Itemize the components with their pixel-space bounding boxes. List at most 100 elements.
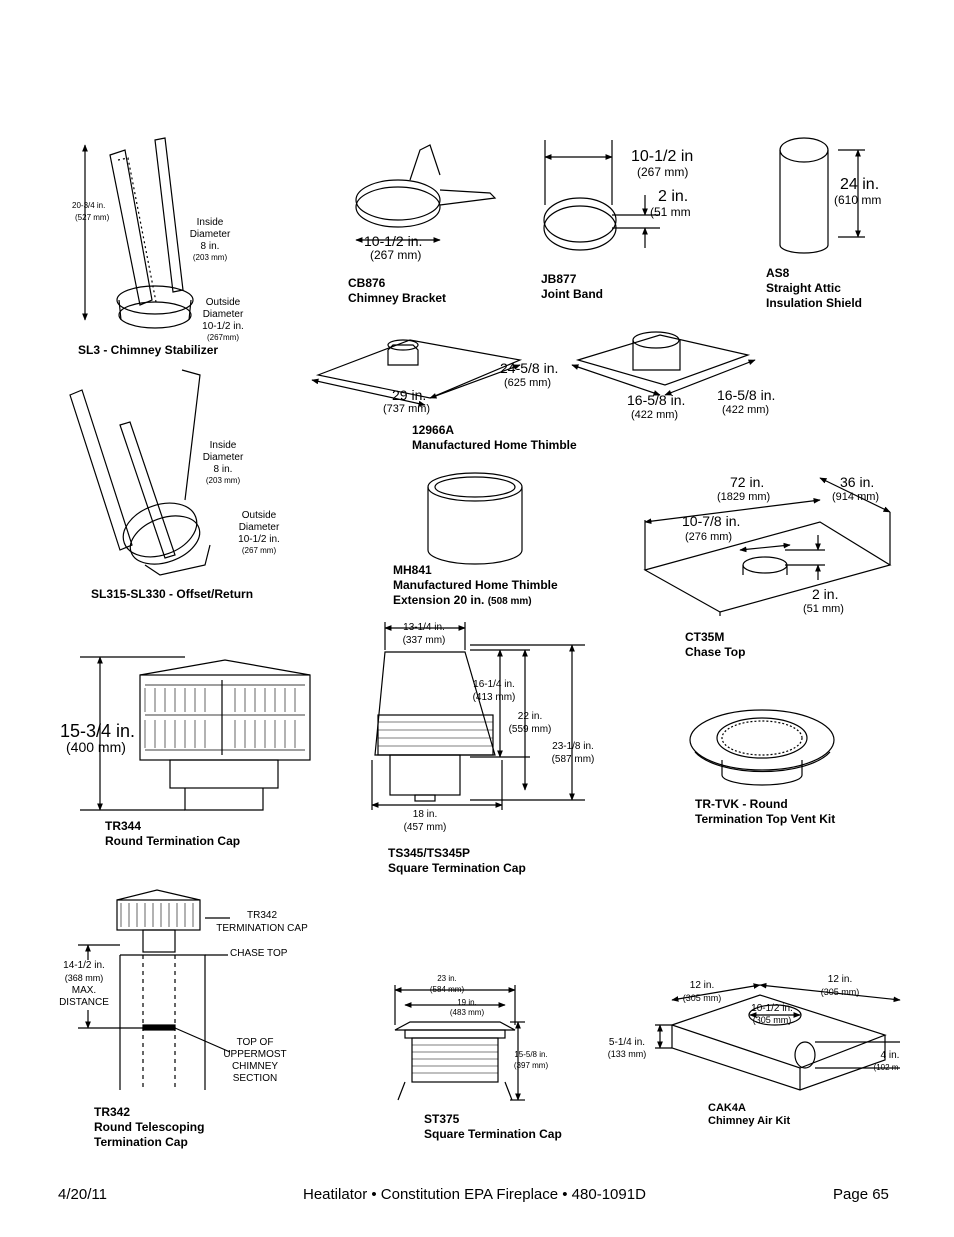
st375-name: Square Termination Cap (424, 1127, 562, 1141)
tr342-drawing (78, 889, 231, 1090)
jb877-drawing (543, 140, 660, 251)
ts345-dim1: 13-1/4 in. (403, 622, 445, 633)
sl3-outside-1: Outside (205, 297, 241, 308)
sl3-inside-1: Inside (196, 217, 224, 228)
cak4a-name: Chimney Air Kit (708, 1115, 791, 1127)
mh841-name-mm: (508 mm) (487, 596, 532, 607)
thimble-dim3: 16-5/8 in. (627, 392, 686, 408)
st375-dim2: 19 in. (457, 998, 477, 1007)
trtvk-drawing (689, 709, 835, 786)
tr342-dim: 14-1/2 in. (63, 960, 105, 971)
mh841-name-2: Extension 20 in. (508 mm) (393, 593, 532, 607)
sl315-inside-1: Inside (209, 440, 237, 451)
st375-dim1: 23 in. (437, 974, 457, 983)
trtvk-code: TR-TVK - Round (695, 797, 788, 811)
cak4a-dim3-mm: (305 mm) (752, 1015, 792, 1025)
ts345-dim1-mm: (337 mm) (402, 635, 446, 646)
sl315-inside-3: 8 in. (213, 464, 233, 475)
tr342-name-1: Round Telescoping (94, 1120, 205, 1134)
jb877-dim1: 10-1/2 in (631, 148, 694, 165)
mh841-code: MH841 (393, 563, 432, 577)
sl315-drawing (69, 369, 211, 576)
ts345-dim3-mm: (559 mm) (508, 724, 552, 735)
as8-name-1: Straight Attic (766, 281, 841, 295)
cb876-name: Chimney Bracket (348, 291, 447, 305)
sl315-outside-3: 10-1/2 in. (238, 534, 280, 545)
ct35m-drawing (643, 477, 892, 616)
jb877-code: JB877 (541, 272, 577, 286)
footer-page-number: Page 65 (833, 1186, 889, 1203)
sl3-outside-mm: (267mm) (206, 333, 239, 342)
thimble-code: 12966A (412, 423, 455, 437)
ts345-dim2-mm: (413 mm) (472, 692, 516, 703)
thimble-dim3-mm: (422 mm) (631, 409, 679, 421)
sl3-outside-3: 10-1/2 in. (202, 321, 244, 332)
ct35m-dim4-mm: (51 mm) (803, 603, 844, 615)
tr344-code: TR344 (105, 819, 142, 833)
ts345-dim5-mm: (457 mm) (403, 822, 447, 833)
cak4a-dim4-mm: (133 mm) (607, 1049, 647, 1059)
ts345-name: Square Termination Cap (388, 861, 526, 875)
cak4a-dim2: 12 in. (827, 974, 853, 985)
cak4a-dim1: 12 in. (689, 980, 715, 991)
tr344-dim-mm: (400 mm) (66, 739, 126, 755)
tr344-dim: 15-3/4 in. (60, 721, 136, 741)
cak4a-dim5-mm: (102 m (873, 1063, 899, 1072)
cak4a-drawing (655, 982, 901, 1091)
thimble-dim1: 29 in. (392, 387, 427, 403)
thimble-dim1-mm: (737 mm) (383, 403, 431, 415)
thimble-drawing (311, 331, 756, 407)
sl3-drawing (82, 137, 194, 329)
ct35m-dim4: 2 in. (812, 586, 839, 602)
sl3-height-mm: (527 mm) (75, 213, 110, 222)
ts345-dim3: 22 in. (517, 711, 543, 722)
sl3-inside-3: 8 in. (200, 241, 220, 252)
sl315-inside-2: Diameter (202, 452, 244, 463)
ts345-dim4-mm: (587 mm) (551, 754, 595, 765)
as8-dim: 24 in. (840, 176, 880, 193)
ct35m-dim1: 72 in. (730, 474, 765, 490)
jb877-dim2: 2 in. (658, 188, 689, 205)
as8-code: AS8 (766, 266, 790, 280)
ts345-drawing (371, 622, 585, 810)
st375-drawing (394, 985, 525, 1101)
ct35m-code: CT35M (685, 630, 725, 644)
sl315-inside-mm: (203 mm) (205, 476, 241, 485)
cb876-dim: 10-1/2 in. (364, 233, 423, 249)
thimble-dim2-mm: (625 mm) (504, 377, 552, 389)
ct35m-dim1-mm: (1829 mm) (717, 491, 771, 503)
ct35m-dim2-mm: (914 mm) (832, 491, 880, 503)
sl3-inside-2: Diameter (189, 229, 231, 240)
sl3-outside-2: Diameter (202, 309, 244, 320)
thimble-dim2: 24-5/8 in. (500, 360, 559, 376)
cak4a-dim5: 4 in. (880, 1050, 900, 1061)
thimble-dim4-mm: (422 mm) (722, 404, 770, 416)
tr342-callout-3d: SECTION (232, 1073, 278, 1084)
st375-dim3-mm: (397 mm) (513, 1061, 549, 1070)
cb876-dim-mm: (267 mm) (370, 248, 422, 262)
sl315-title: SL315-SL330 - Offset/Return (91, 587, 254, 601)
cak4a-dim2-mm: (305 mm) (820, 987, 860, 997)
ts345-code: TS345/TS345P (388, 846, 471, 860)
cak4a-code: CAK4A (708, 1102, 746, 1114)
as8-name-2: Insulation Shield (766, 296, 863, 310)
tr342-callout-1b: TERMINATION CAP (216, 923, 308, 934)
ts345-dim5: 18 in. (412, 809, 438, 820)
tr342-callout-1a: TR342 (246, 910, 277, 921)
cb876-drawing (355, 144, 497, 243)
st375-dim1-mm: (584 mm) (429, 985, 465, 994)
thimble-dim4: 16-5/8 in. (717, 387, 776, 403)
footer-title: Heatilator • Constitution EPA Fireplace … (303, 1186, 646, 1203)
cak4a-dim3: 10-1/2 in. (751, 1003, 793, 1014)
sl315-outside-2: Diameter (238, 522, 280, 533)
ts345-dim2: 16-1/4 in. (473, 679, 515, 690)
jb877-name: Joint Band (541, 287, 603, 301)
st375-code: ST375 (424, 1112, 460, 1126)
sl3-height: 20-3/4 in. (72, 201, 106, 210)
ct35m-dim2: 36 in. (840, 474, 875, 490)
sl315-outside-mm: (267 mm) (241, 546, 277, 555)
trtvk-name: Termination Top Vent Kit (695, 812, 836, 826)
as8-dim-mm: (610 mm (834, 193, 882, 207)
tr342-dim-mm: (368 mm) (64, 973, 104, 983)
